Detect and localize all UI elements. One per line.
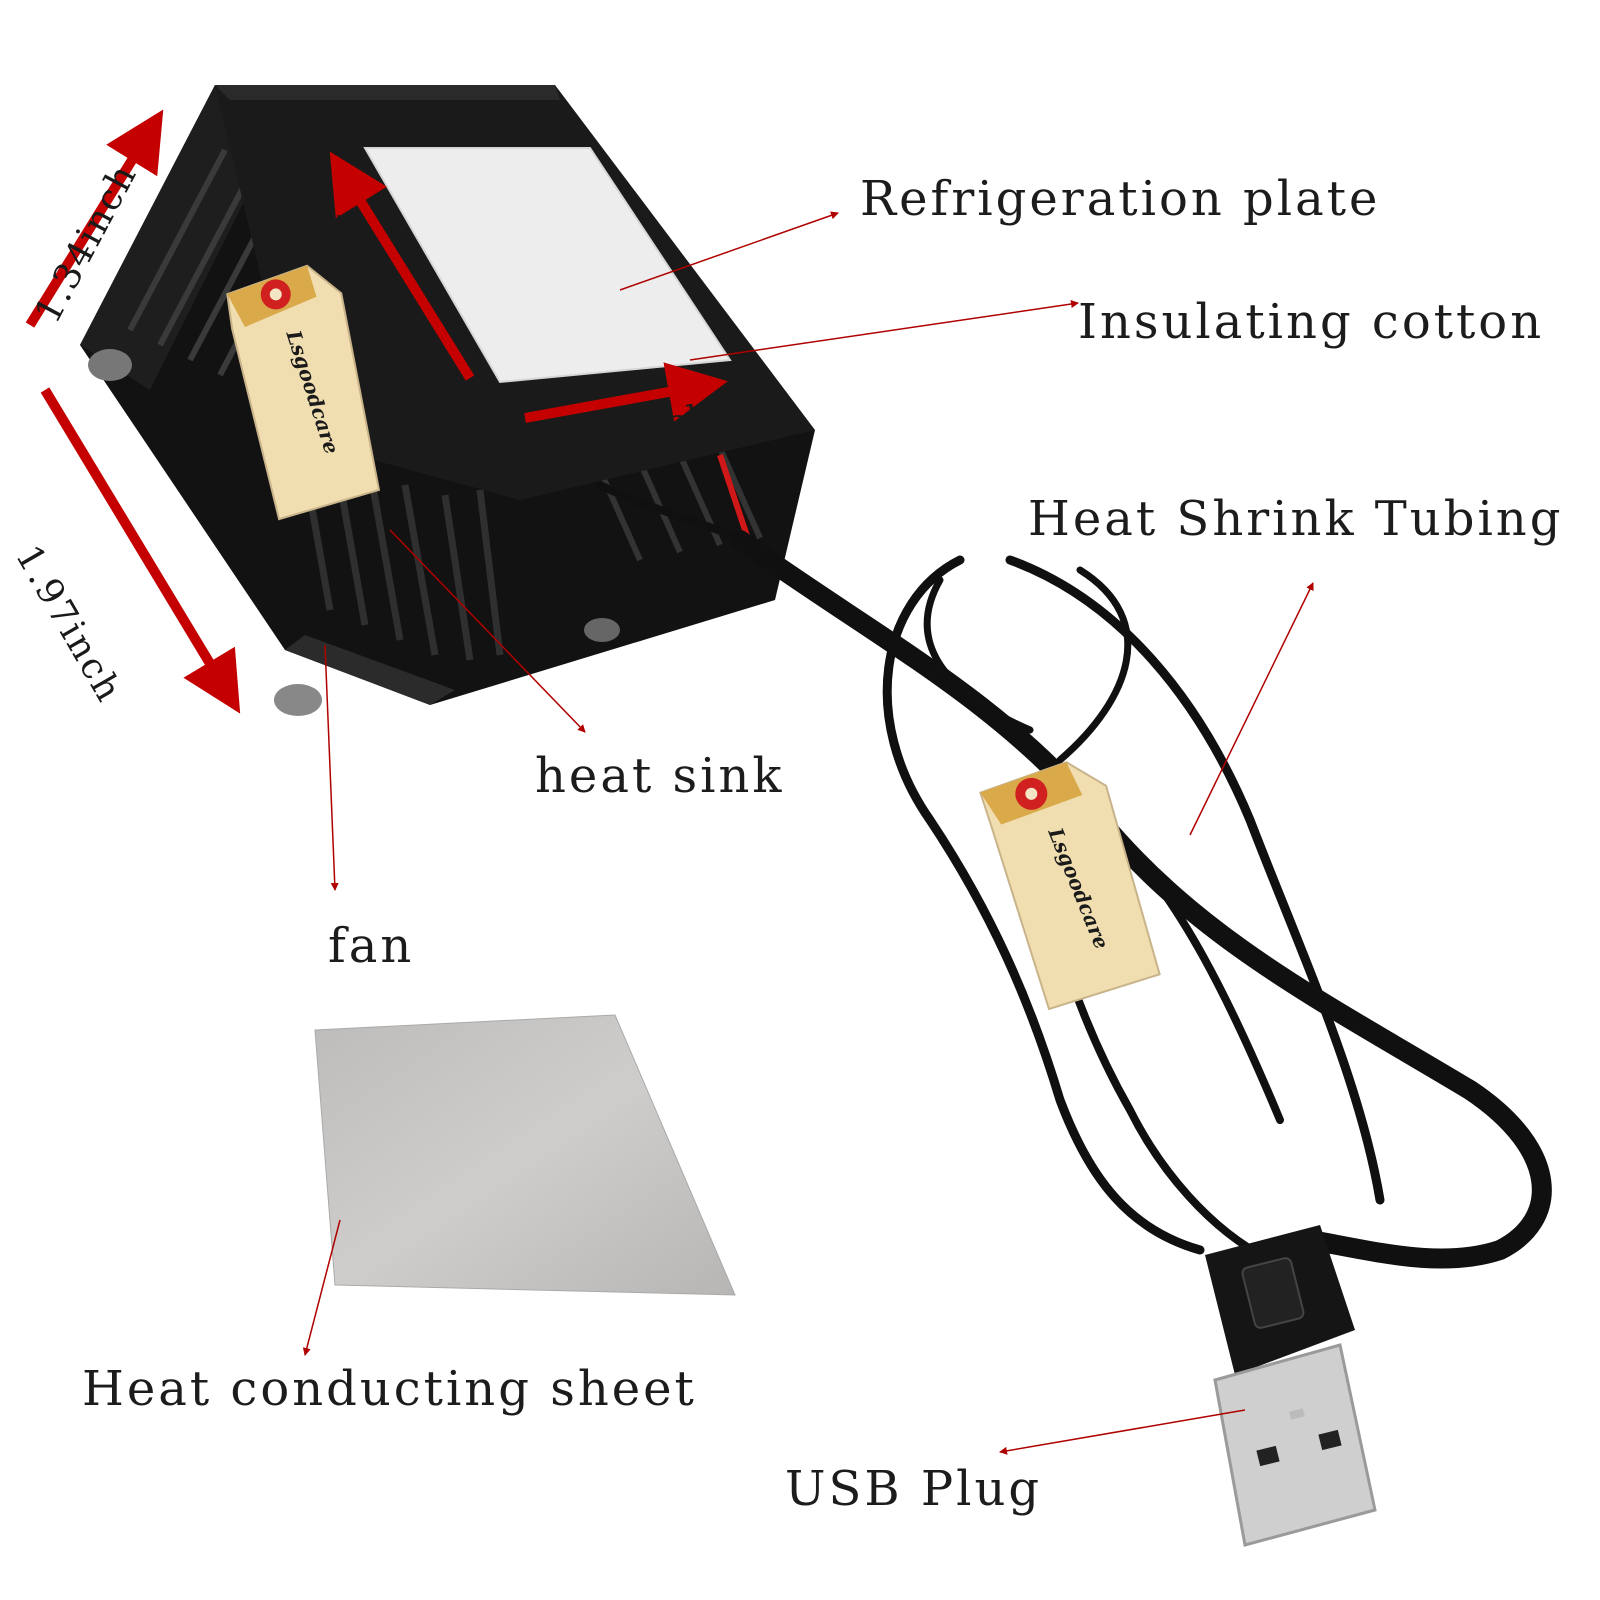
leader-heat-sink: [389, 529, 586, 733]
dimension-arrow-depth: [25, 109, 164, 328]
leader-lines: [302, 211, 1314, 1455]
label-insulating-cotton: Insulating cotton: [1078, 294, 1545, 350]
dimension-arrow-plate-height: [329, 151, 475, 381]
label-usb-plug: USB Plug: [785, 1461, 1043, 1517]
leader-insulating-cotton: [689, 300, 1079, 361]
dimension-arrow-height: [40, 387, 241, 714]
usb-plug: [1205, 1225, 1377, 1547]
brand-tag-2: Lsgoodcare: [979, 761, 1161, 1011]
leader-refrigeration-plate: [619, 211, 839, 291]
leader-heat-shrink-tubing: [1189, 582, 1314, 836]
heat-conducting-sheet: [314, 1014, 736, 1296]
dimension-arrows: [25, 109, 728, 714]
brand-tag-1: Lsgoodcare: [226, 264, 381, 521]
leader-heat-conducting-sheet: [302, 1219, 341, 1356]
usb-cable: [596, 481, 1552, 1269]
label-fan: fan: [328, 918, 415, 974]
label-heat-conducting-sheet: Heat conducting sheet: [82, 1361, 697, 1417]
leader-fan: [324, 644, 339, 891]
label-refrigeration-plate: Refrigeration plate: [860, 171, 1381, 227]
label-heat-sink: heat sink: [535, 748, 785, 804]
label-heat-shrink-tubing: Heat Shrink Tubing: [1028, 491, 1564, 547]
dimension-arrow-plate-width: [524, 362, 728, 423]
leader-usb-plug: [999, 1409, 1246, 1455]
refrigeration-plate: [363, 147, 732, 384]
